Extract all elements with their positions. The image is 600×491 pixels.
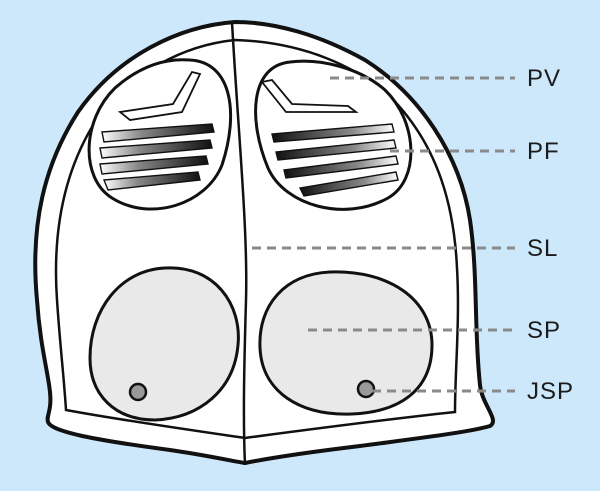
slit [99,155,209,175]
label-sp: SP [527,317,562,344]
pore-vestibule-left [117,70,202,121]
slit [271,123,395,143]
slit [298,171,399,197]
label-sl: SL [527,235,559,262]
inner-rim [54,38,460,440]
spiny-plate-left [88,266,240,422]
slit [101,123,215,143]
suture-line [230,21,248,466]
slit [283,155,399,179]
slit [102,171,201,191]
spine-right [356,379,376,399]
spine-left [128,382,148,402]
label-pf: PF [527,138,560,165]
pore-slits-left [99,123,215,191]
slit [275,139,397,161]
label-pv: PV [527,65,562,92]
pore-vestibule-right [260,79,359,113]
slit [99,139,213,159]
label-jsp: JSP [527,378,575,405]
spiny-plate-right [258,270,434,416]
pore-slits-right [271,123,399,197]
